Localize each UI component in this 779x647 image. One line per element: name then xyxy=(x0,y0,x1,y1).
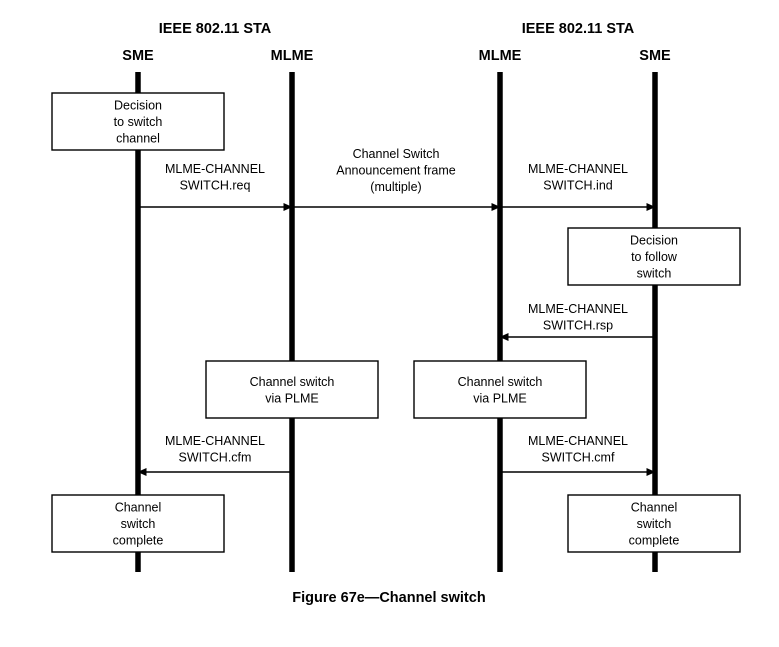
lifeline-label-2-mlme: MLME xyxy=(479,48,522,64)
header-layer: IEEE 802.11 STA IEEE 802.11 STA xyxy=(159,21,635,37)
activation-box-frame-channel-switch-complete-right xyxy=(567,494,741,553)
lifeline-label-3-sme: SME xyxy=(639,48,671,64)
activation-box-frame-channel-switch-via-plme-right xyxy=(413,360,587,419)
activation-box-frame-channel-switch-complete-left xyxy=(51,494,225,553)
activation-box-frame-decision-to-switch-channel xyxy=(51,92,225,151)
activation-box-frame-decision-to-follow-switch xyxy=(567,227,741,286)
lifeline-label-1-mlme: MLME xyxy=(271,48,314,64)
lifeline-label-0-sme: SME xyxy=(122,48,154,64)
activation-box-frame-channel-switch-via-plme-left xyxy=(205,360,379,419)
caption-layer: Figure 67e—Channel switch xyxy=(292,590,485,606)
sta-group-title-1: IEEE 802.11 STA xyxy=(522,21,635,37)
lifeline-layer: SME MLME MLME SME xyxy=(122,48,671,572)
figure-caption: Figure 67e—Channel switch xyxy=(292,590,485,606)
sta-group-title-0: IEEE 802.11 STA xyxy=(159,21,272,37)
